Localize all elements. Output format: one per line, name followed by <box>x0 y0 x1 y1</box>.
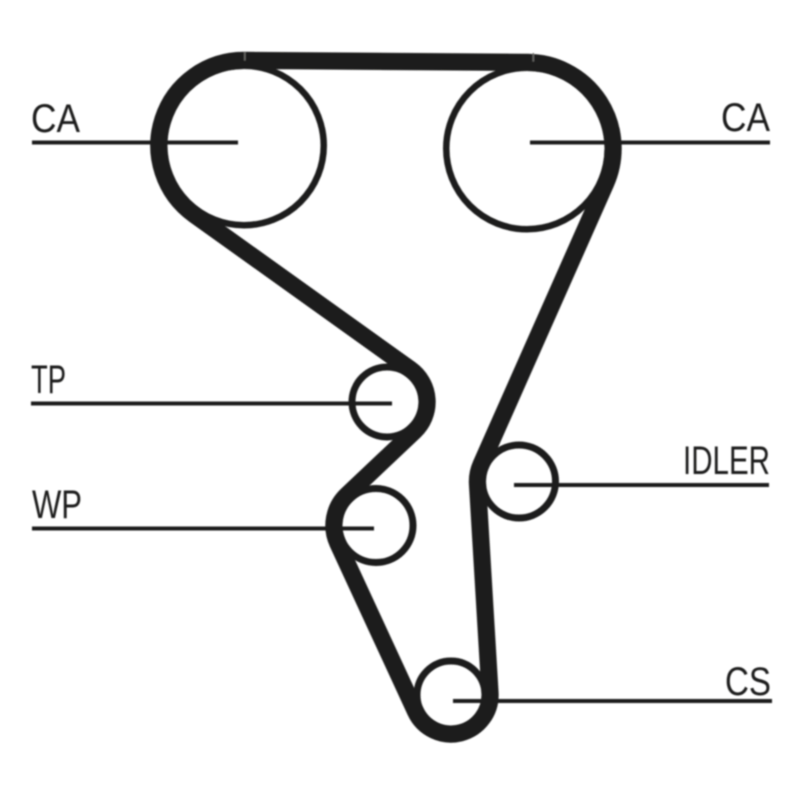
svg-text:IDLER: IDLER <box>683 439 770 483</box>
svg-text:CA: CA <box>721 96 771 140</box>
svg-text:CA: CA <box>31 97 81 141</box>
svg-text:WP: WP <box>32 483 82 527</box>
svg-text:TP: TP <box>31 358 66 402</box>
svg-text:CS: CS <box>725 660 771 704</box>
